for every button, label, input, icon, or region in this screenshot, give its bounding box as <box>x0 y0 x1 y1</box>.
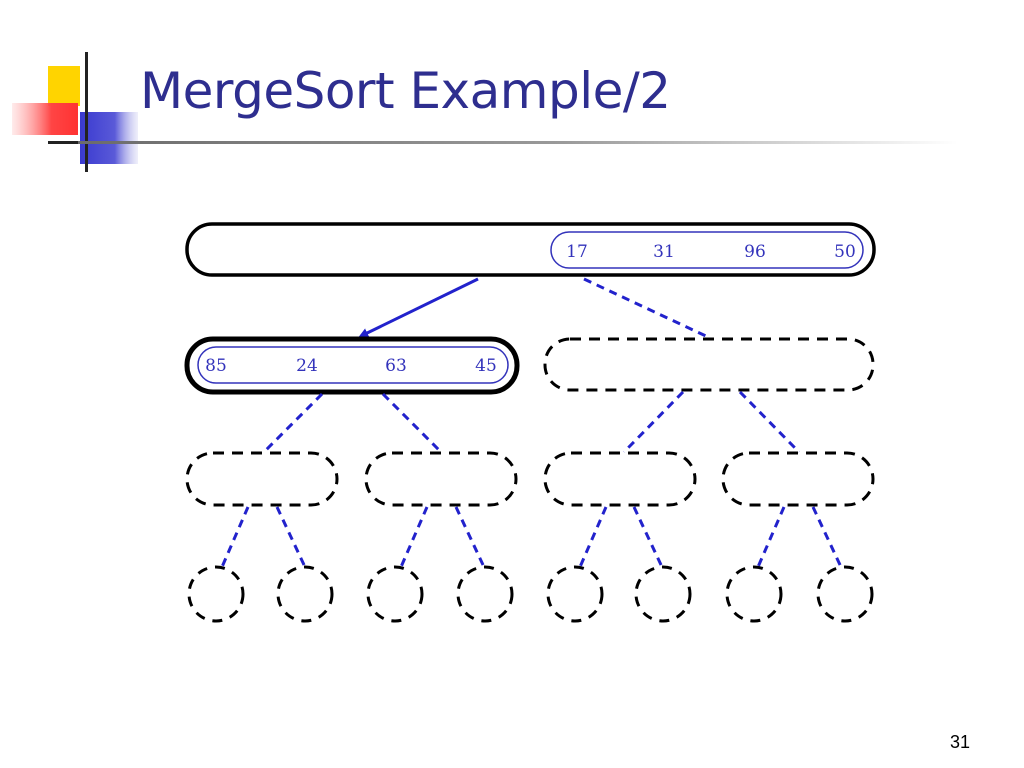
root-value-3: 96 <box>744 242 766 262</box>
root-value-1: 17 <box>566 242 588 262</box>
left-value-3: 63 <box>385 356 407 376</box>
left-value-2: 24 <box>296 356 318 376</box>
page-number: 31 <box>949 732 970 752</box>
tree-node-level1-right <box>543 337 875 392</box>
root-value-4: 50 <box>834 242 856 262</box>
tree-node-root: 17 31 96 50 <box>185 222 876 277</box>
left-value-4: 45 <box>475 356 497 376</box>
left-value-1: 85 <box>205 356 227 376</box>
tree-leaves-level3 <box>187 565 874 623</box>
title-underline <box>78 141 958 144</box>
decorative-logo-icon <box>12 52 138 172</box>
edge-root-right <box>583 277 709 339</box>
root-value-2: 31 <box>653 242 675 262</box>
tree-node-level1-left: 85 24 63 45 <box>184 336 520 395</box>
edges-level1-to-level2 <box>262 390 801 454</box>
slide-title: MergeSort Example/2 <box>140 62 671 120</box>
active-recursion-arrow <box>358 277 479 338</box>
tree-nodes-level2 <box>185 451 875 507</box>
edges-level2-to-level3 <box>220 506 843 568</box>
